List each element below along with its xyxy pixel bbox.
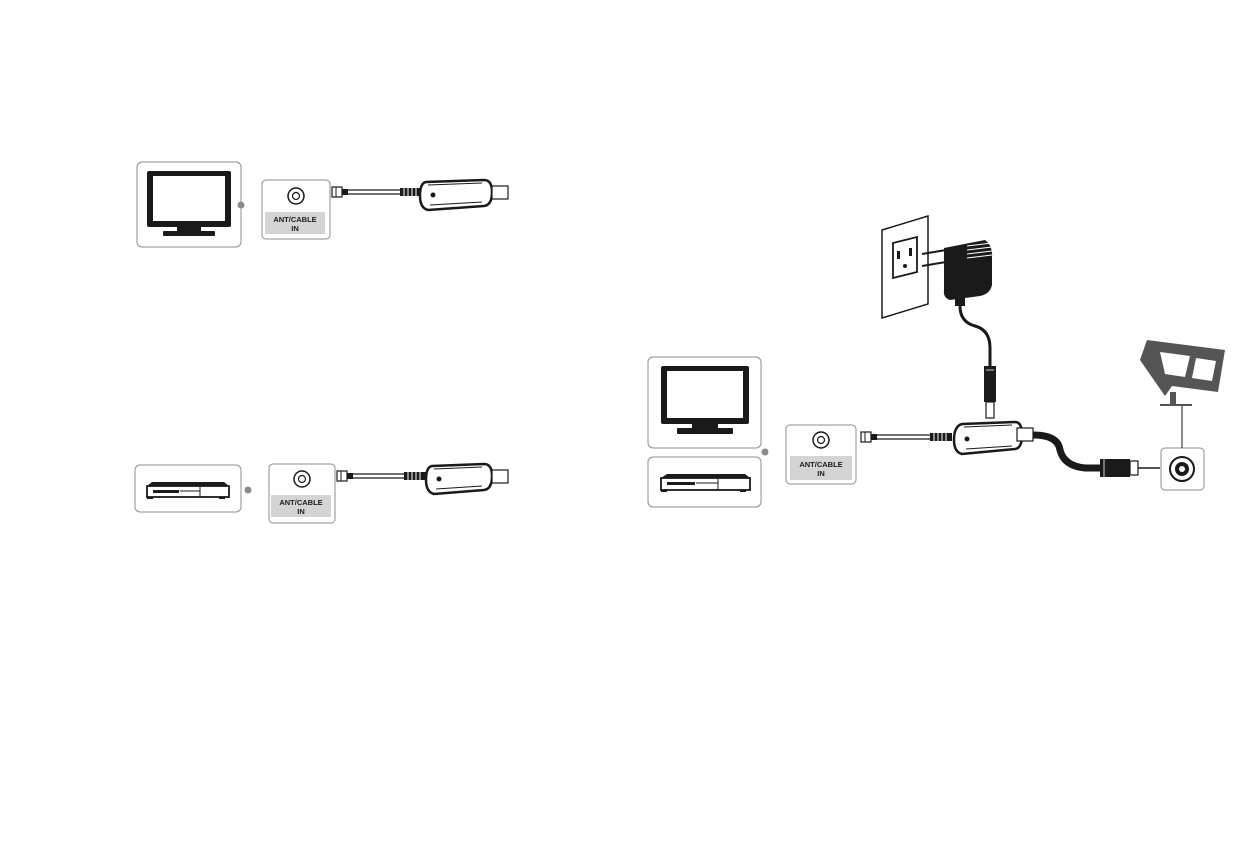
panel-tv-to-amplifier: ANT/CABLE IN [137, 162, 508, 247]
tv-icon [661, 366, 749, 434]
ant-cable-in-port: ANT/CABLE IN [262, 180, 330, 239]
antenna-cable [1033, 435, 1160, 477]
amplifier-unit [954, 422, 1033, 454]
tv-icon [147, 171, 231, 236]
ant-cable-in-port: ANT/CABLE IN [786, 425, 856, 484]
port-label-line1: ANT/CABLE [279, 498, 322, 507]
amplifier-unit [426, 464, 508, 494]
wall-outlet [882, 216, 928, 318]
port-label-line2: IN [297, 507, 305, 516]
port-label-line1: ANT/CABLE [799, 460, 842, 469]
ant-cable-in-port: ANT/CABLE IN [269, 464, 335, 523]
set-top-box-icon [147, 482, 229, 499]
connection-dot [238, 202, 245, 209]
panel-full-setup: ANT/CABLE IN [648, 216, 1225, 507]
set-top-box-device-box [135, 465, 241, 512]
tv-device-box [137, 162, 241, 247]
antenna-coax-jack [1161, 406, 1204, 490]
connection-dot [762, 449, 769, 456]
power-adapter [922, 240, 996, 418]
port-label-line1: ANT/CABLE [273, 215, 316, 224]
port-label-line2: IN [817, 469, 825, 478]
connection-dot [245, 487, 252, 494]
coaxial-cable [332, 187, 422, 197]
set-top-box-icon [661, 474, 750, 492]
port-label-line2: IN [291, 224, 299, 233]
coaxial-cable [337, 471, 426, 481]
indoor-antenna [1140, 340, 1225, 405]
panel-box-to-amplifier: ANT/CABLE IN [135, 464, 508, 523]
set-top-box-device-box [648, 457, 761, 507]
amplifier-unit [420, 180, 508, 210]
coaxial-cable [861, 432, 952, 442]
tv-device-box [648, 357, 761, 448]
